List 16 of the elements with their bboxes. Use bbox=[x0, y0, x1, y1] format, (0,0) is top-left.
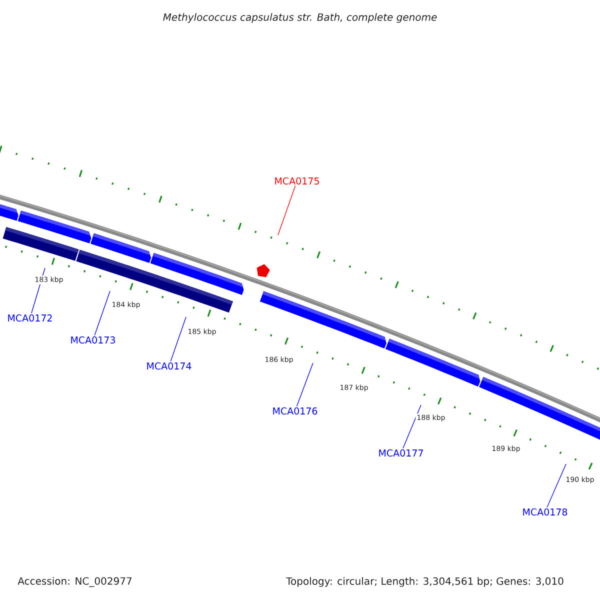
footer-text: Accession: NC_002977 bbox=[16, 576, 134, 588]
gene-label: MCA0173 bbox=[71, 336, 115, 344]
title: Methylococcus capsulatus str. Bath, complete genome bbox=[163, 13, 437, 23]
gene-label: MCA0175 bbox=[275, 177, 319, 185]
footer-text: Topology: circular; Length: 3,304,561 bp; Genes: 3,010 bbox=[285, 576, 565, 588]
gene-label: MCA0172 bbox=[8, 314, 52, 322]
leader-line bbox=[402, 404, 422, 449]
gene-label: MCA0176 bbox=[273, 407, 318, 415]
leader-line bbox=[278, 185, 296, 236]
gene-label: MCA0178 bbox=[523, 508, 568, 516]
gene-label: MCA0177 bbox=[379, 449, 423, 457]
leader-line bbox=[546, 464, 566, 508]
leader-line bbox=[296, 362, 314, 407]
leader-line bbox=[94, 290, 110, 336]
leader-line bbox=[170, 316, 186, 362]
gene-label: MCA0174 bbox=[147, 362, 192, 370]
